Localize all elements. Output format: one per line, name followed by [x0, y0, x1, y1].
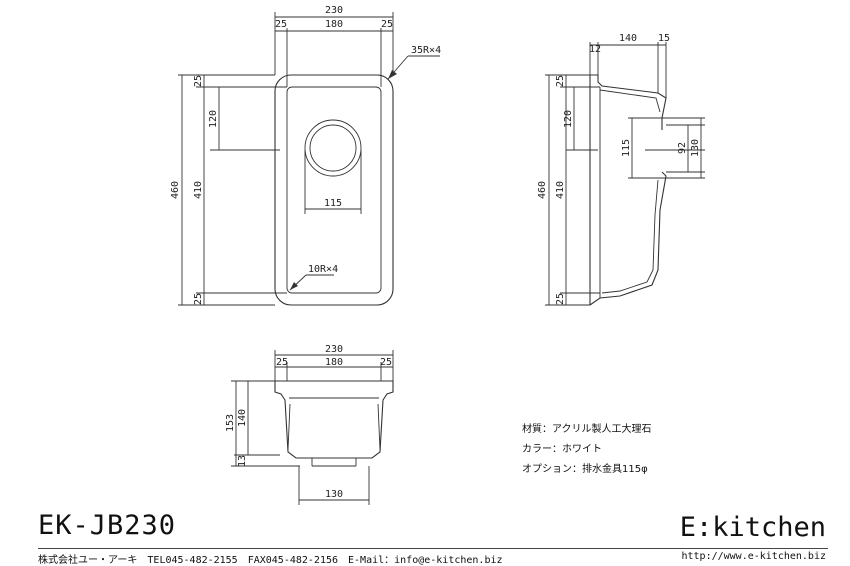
side-drain-130: 130: [690, 139, 701, 157]
side-rim-top: 25: [555, 75, 566, 87]
front-rim-left: 25: [276, 357, 288, 368]
front-width-total: 230: [325, 344, 343, 355]
side-drain-92: 92: [677, 142, 688, 154]
side-wall: 12: [589, 44, 601, 55]
side-view-bowl-inner: [599, 89, 661, 294]
side-depth: 140: [619, 33, 637, 44]
spec-block: 材質：アクリル製人工大理石 カラー：ホワイト オプション：排水金具115φ: [522, 420, 652, 480]
footer-url[interactable]: http://www.e-kitchen.biz: [681, 551, 827, 562]
top-view-outer-outline: [274, 74, 394, 306]
side-view-bowl-outline: [589, 74, 667, 306]
front-view-bowl-outline: [274, 380, 394, 459]
top-rim-top: 25: [193, 75, 204, 87]
top-drain-diameter: 115: [324, 198, 342, 209]
top-drain-offset: 120: [208, 110, 219, 128]
spec-material: 材質：アクリル製人工大理石: [522, 424, 652, 435]
footer-divider: [38, 548, 828, 549]
front-drain-width: 130: [325, 489, 343, 500]
top-inner-height: 410: [193, 181, 204, 199]
side-rim-bottom: 25: [555, 293, 566, 305]
spec-color: カラー：ホワイト: [522, 444, 602, 455]
top-width-rim-left: 25: [275, 19, 287, 30]
top-rim-bottom: 25: [193, 293, 204, 305]
side-drain-offset: 120: [563, 110, 574, 128]
side-inner-height: 410: [555, 181, 566, 199]
side-drain-115: 115: [621, 139, 632, 157]
side-lip: 15: [658, 33, 670, 44]
top-view-drain-inner: [309, 124, 357, 172]
front-inner: 180: [325, 357, 343, 368]
front-rim-right: 25: [380, 357, 392, 368]
top-view-inner-outline: [286, 86, 382, 294]
top-inner-radius: 10R×4: [308, 264, 338, 275]
front-total-height: 153: [225, 414, 236, 432]
top-height-total: 460: [170, 181, 181, 199]
spec-option: オプション：排水金具115φ: [522, 464, 648, 475]
footer-contact: 株式会社ユー・アーキ TEL045-482-2155 FAX045-482-21…: [38, 555, 503, 566]
front-flange: 13: [237, 455, 248, 467]
top-view-drain-outer: [304, 119, 362, 177]
top-width-inner: 180: [325, 19, 343, 30]
model-title: EK-JB230: [38, 510, 177, 541]
top-width-rim-right: 25: [381, 19, 393, 30]
front-view-bowl-inner: [287, 397, 381, 451]
top-width-total: 230: [325, 5, 343, 16]
front-bowl-depth: 140: [237, 409, 248, 427]
top-outer-radius: 35R×4: [411, 45, 441, 56]
brand-logo-text: E:kitchen: [679, 512, 826, 543]
side-height-total: 460: [537, 181, 548, 199]
